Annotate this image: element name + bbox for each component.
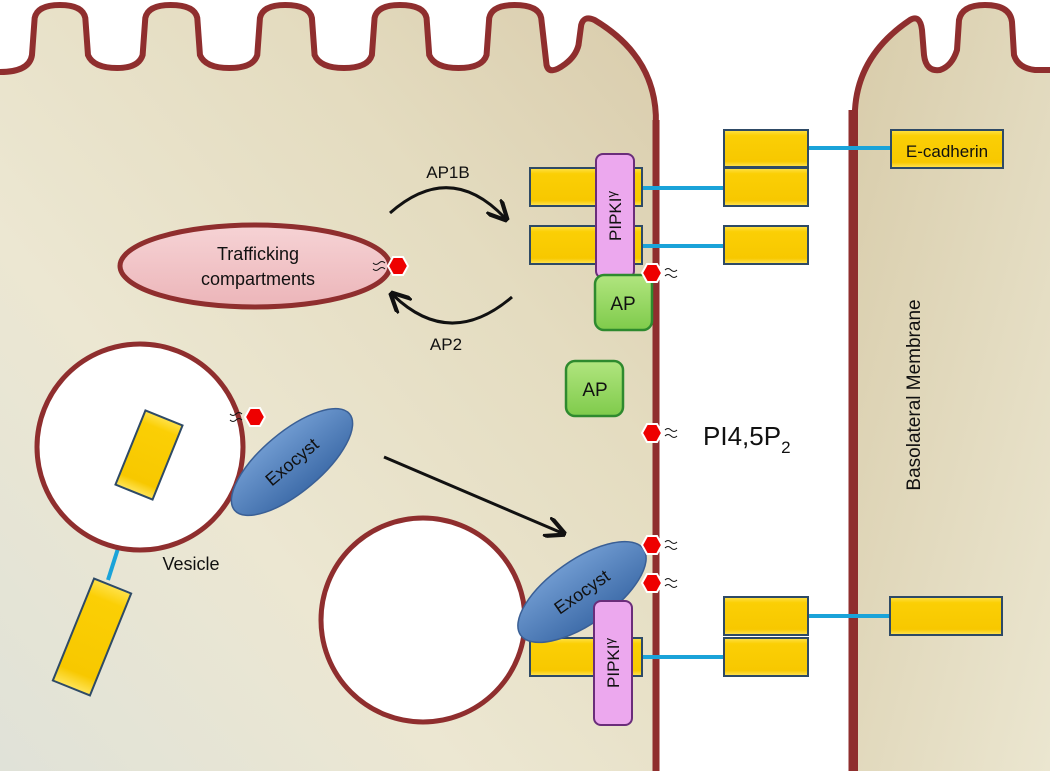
basolateral-membrane-label: Basolateral Membrane [904,299,925,490]
ap-bound [593,273,654,332]
neighbor-cell-body [855,5,1050,771]
receptor-extra-2 [723,225,809,265]
vesicle-docking-circle [318,515,528,725]
pip2-lipid-membrane-1 [640,263,678,283]
basolateral-membrane-line [852,1,1050,771]
vesicle-receptor-outer [51,577,133,697]
ecadherin-label: E-cadherin [906,142,988,161]
pip2-lipids [229,256,678,593]
pip2-lipid-membrane-4 [640,573,678,593]
apical-membrane [0,5,656,771]
ap-free-label: AP [582,380,607,401]
pip2-lipid-membrane-2 [640,423,678,443]
ap1b-arrow [389,186,505,218]
pip2-lipid-membrane-3 [640,535,678,555]
receptor-extra-bottom-2 [723,637,809,677]
exocytosis-arrow [383,455,562,533]
pipki-bottom [593,600,633,726]
receptor-extra-bottom-1 [723,596,809,636]
trafficking-compartments [117,222,393,310]
pip2-lipid-trafficking [372,256,410,276]
ap2-arrow [393,295,513,325]
trafficking-label-line1: Trafficking [217,244,299,264]
pipki-top-label: PIPKIγ [604,191,625,241]
receptor-extra-1b [723,167,809,207]
pip2-label: PI4,5P2 [703,421,791,457]
ap2-label: AP2 [430,335,462,354]
trafficking-label-line2: compartments [201,269,315,289]
ap-free [564,359,625,418]
ecadherin-box [890,129,1004,169]
receptor-neighbor-bottom [889,596,1003,636]
ap-bound-label: AP [610,294,635,315]
pip2-lipid-vesicle [229,407,267,427]
pipki-bottom-label: PIPKIγ [602,638,623,688]
vesicle-label: Vesicle [162,554,219,574]
ap1b-label: AP1B [426,163,469,182]
exocyst-1 [230,407,354,517]
receptor-extra-1a [723,129,809,168]
vesicle-receptor-inner [114,409,184,501]
